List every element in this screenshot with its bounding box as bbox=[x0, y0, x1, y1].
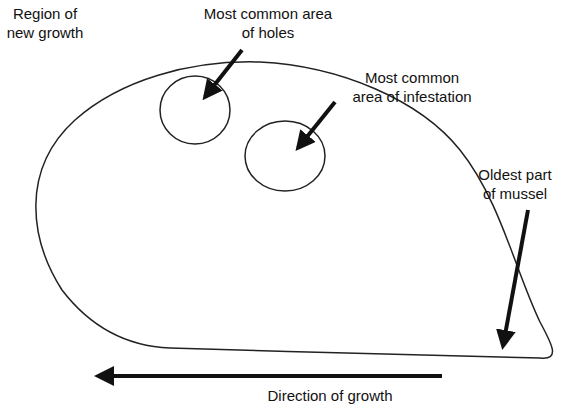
growth-direction-arrow bbox=[98, 374, 442, 378]
callout-label: Most common area of holes bbox=[200, 4, 336, 42]
pointer-arrow bbox=[205, 50, 242, 97]
region-label: Region of new growth bbox=[3, 4, 87, 42]
axis-label: Direction of growth bbox=[250, 386, 410, 405]
callout-label: Most common area of infestation bbox=[350, 68, 474, 106]
pointer-arrow bbox=[298, 102, 335, 148]
callout-label: Oldest part of mussel bbox=[475, 165, 555, 203]
pointer-arrow bbox=[503, 210, 528, 346]
mussel-outline bbox=[36, 62, 553, 358]
holes-area-circle bbox=[160, 76, 230, 144]
